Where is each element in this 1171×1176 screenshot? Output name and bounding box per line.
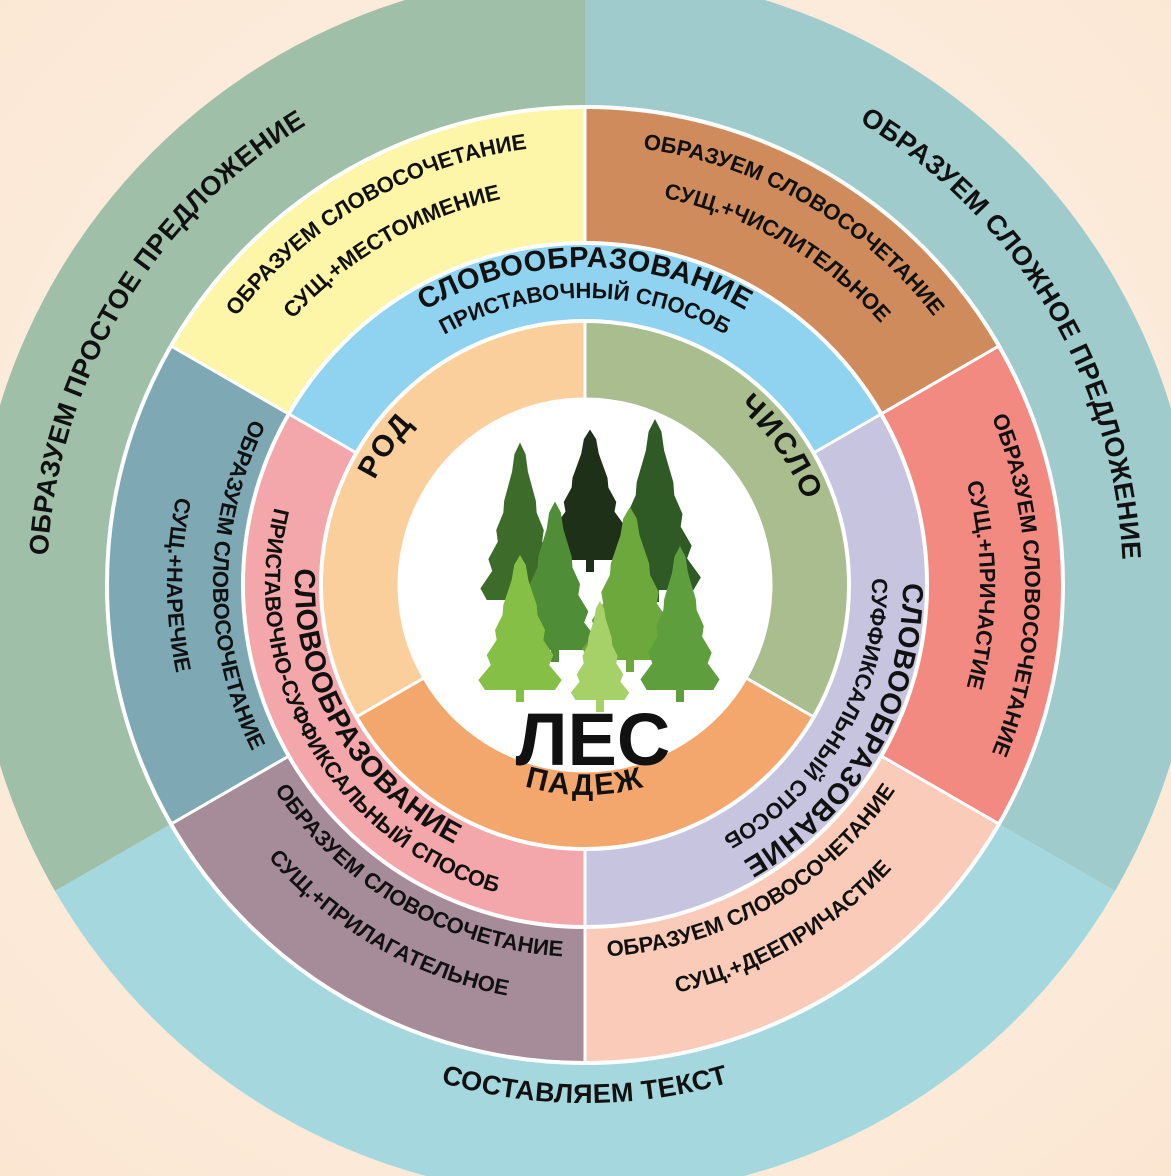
outer-segment-compose-text xyxy=(54,824,1116,1176)
phrase-ring xyxy=(105,105,1065,1065)
forest-icon xyxy=(470,400,728,712)
outer-segment-simple-sentence xyxy=(0,0,585,891)
tree-icon xyxy=(470,540,570,702)
ring-divider xyxy=(319,319,851,851)
center-word: ЛЕС xyxy=(516,698,671,781)
tree-icon xyxy=(632,530,728,702)
ring-divider xyxy=(241,241,929,929)
outer-segment-complex-sentence xyxy=(585,0,1171,891)
ring-divider xyxy=(105,105,1065,1065)
tree-icon xyxy=(565,590,635,712)
